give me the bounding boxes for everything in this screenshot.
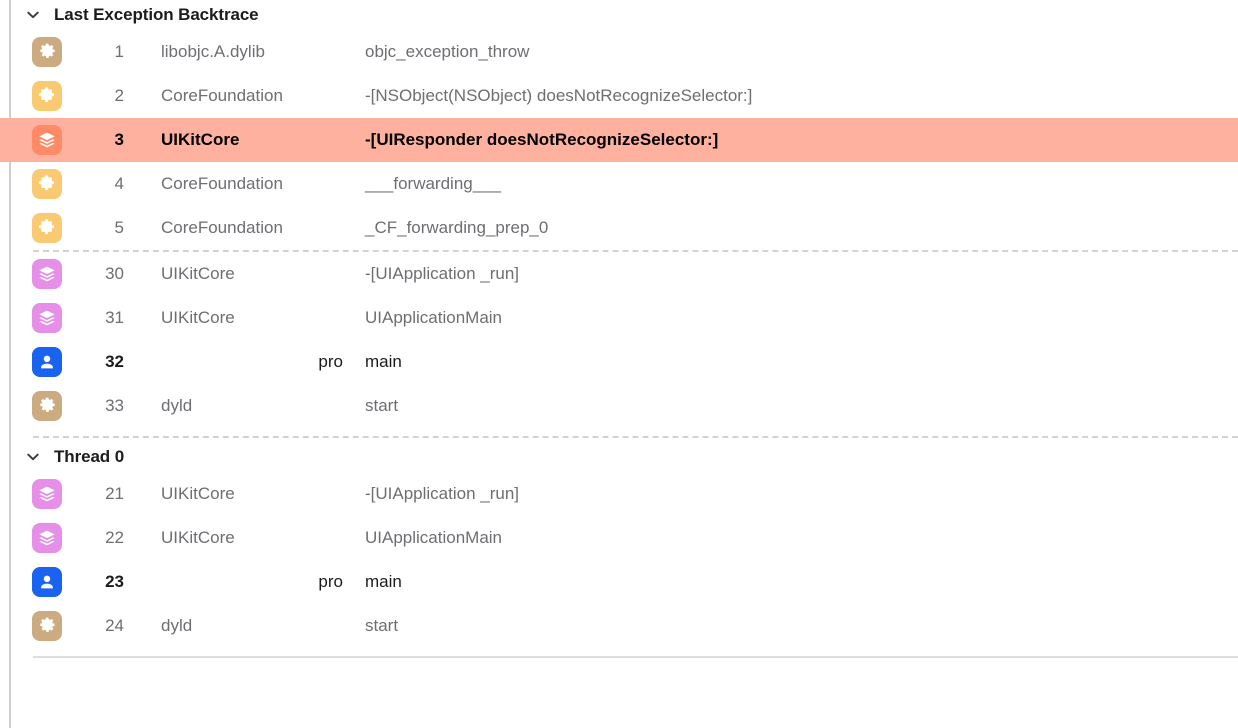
frame-index: 30 [105,264,124,283]
frame-index: 33 [105,396,124,415]
frame-index: 31 [105,308,124,327]
frame-module: UIKitCore [161,484,235,503]
stack-frame-row[interactable]: 22 UIKitCore UIApplicationMain [0,516,1238,560]
section-header[interactable]: Last Exception Backtrace [0,0,1238,30]
frame-index: 22 [105,528,124,547]
stack-frame-row[interactable]: 2 CoreFoundation -[NSObject(NSObject) does… [0,74,1238,118]
frame-function: -[NSObject(NSObject) doesNotRecognizeSel… [365,86,753,105]
frame-module: UIKitCore [161,308,235,327]
frame-function: -[UIApplication _run] [365,484,520,503]
section-title: Last Exception Backtrace [54,5,259,24]
frame-module: UIKitCore [161,264,235,283]
frame-index: 5 [114,218,124,237]
frame-module: UIKitCore [161,528,235,547]
frame-function: -[UIResponder doesNotRecognizeSelector:] [365,130,719,149]
chevron-down-icon[interactable] [24,6,42,24]
frame-module: CoreFoundation [161,174,283,193]
frame-function: -[UIApplication _run] [365,264,520,283]
stack-frame-row[interactable]: 4 CoreFoundation ___forwarding___ [0,162,1238,206]
frame-function: start [365,616,399,635]
stack-frame-row[interactable]: 1 libobjc.A.dylib objc_exception_throw [0,30,1238,74]
frame-function: UIApplicationMain [365,308,503,327]
person-icon [32,347,62,377]
gear-icon [32,391,62,421]
stack-frame-row[interactable]: 32 pro main [0,340,1238,384]
frame-module: CoreFoundation [161,218,283,237]
gear-icon [32,37,62,67]
frame-module: dyld [161,616,193,635]
frame-index: 23 [105,572,124,591]
gear-icon [32,611,62,641]
frame-index: 2 [114,86,124,105]
frame-module: dyld [161,396,193,415]
frame-function: objc_exception_throw [365,42,530,61]
layers-icon [32,523,62,553]
frame-module: pro [318,352,343,371]
frame-index: 32 [105,352,124,371]
panel-left-rule [9,0,11,728]
layers-icon [32,125,62,155]
stack-frame-row-selected[interactable]: 3 UIKitCore -[UIResponder doesNotRecognize… [0,118,1238,162]
section-header[interactable]: Thread 0 [0,442,1238,472]
frame-index: 3 [114,130,124,149]
frame-function: UIApplicationMain [365,528,503,547]
puzzle-icon [32,81,62,111]
stack-frame-row[interactable]: 21 UIKitCore -[UIApplication _run] [0,472,1238,516]
layers-icon [32,303,62,333]
frame-function: ___forwarding___ [365,174,502,193]
stack-frame-row[interactable]: 31 UIKitCore UIApplicationMain [0,296,1238,340]
frame-function: start [365,396,399,415]
dashed-separator [33,250,1238,252]
frame-function: _CF_forwarding_prep_0 [365,218,549,237]
frame-function: main [365,352,402,371]
stack-frame-row[interactable]: 24 dyld start [0,604,1238,648]
frame-index: 21 [105,484,124,503]
section-title: Thread 0 [54,447,125,466]
frame-index: 24 [105,616,124,635]
dashed-separator [33,436,1238,438]
frame-index: 1 [114,42,124,61]
puzzle-icon [32,213,62,243]
chevron-down-icon[interactable] [24,448,42,466]
layers-icon [32,479,62,509]
frame-module: CoreFoundation [161,86,283,105]
frame-index: 4 [114,174,124,193]
stack-frame-row[interactable]: 33 dyld start [0,384,1238,428]
frame-module: UIKitCore [161,130,240,149]
layers-icon [32,259,62,289]
stack-frame-row[interactable]: 5 CoreFoundation _CF_forwarding_prep_0 [0,206,1238,250]
solid-separator [33,656,1238,658]
puzzle-icon [32,169,62,199]
stack-frame-row[interactable]: 30 UIKitCore -[UIApplication _run] [0,252,1238,296]
stack-frame-row[interactable]: 23 pro main [0,560,1238,604]
person-icon [32,567,62,597]
frame-module: libobjc.A.dylib [161,42,265,61]
frame-function: main [365,572,402,591]
frame-module: pro [318,572,343,591]
